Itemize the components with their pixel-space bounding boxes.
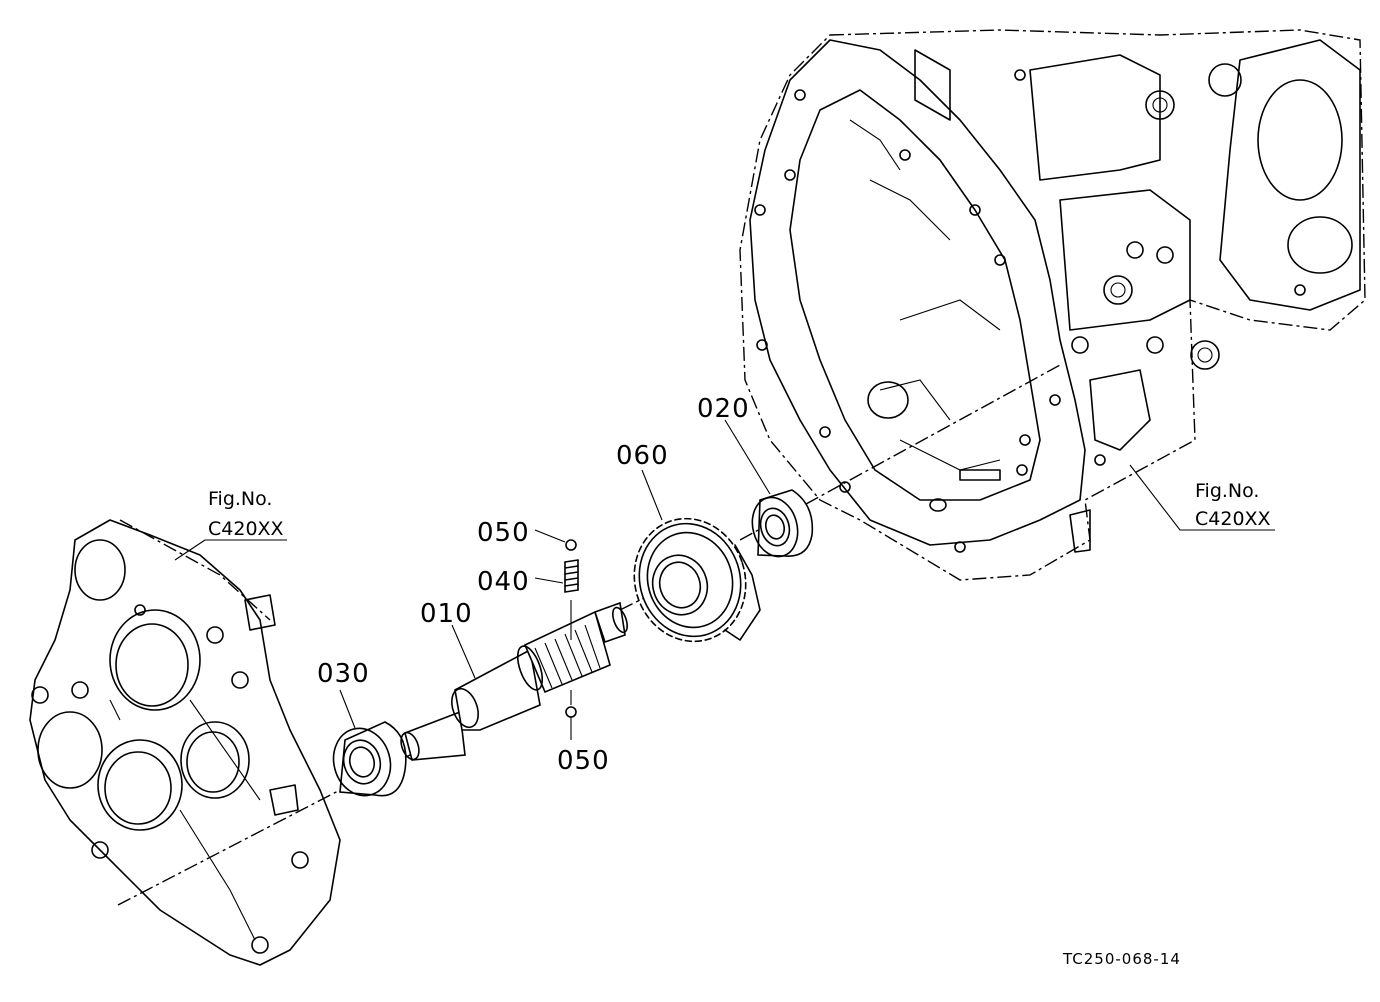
- fig-ref-right-code: C420XX: [1195, 508, 1271, 530]
- transmission-case: [739, 29, 1366, 581]
- drawing-code: TC250-068-14: [1062, 950, 1181, 968]
- ball-050-lower: [565, 706, 577, 718]
- label-050-upper: 050: [477, 518, 530, 548]
- bearing-030: [332, 721, 407, 797]
- bearing-020: [751, 489, 814, 558]
- label-040: 040: [477, 567, 530, 597]
- label-020: 020: [697, 394, 750, 424]
- fig-ref-right-title: Fig.No.: [1195, 480, 1259, 502]
- shaft-010: [400, 601, 628, 761]
- label-060: 060: [616, 441, 669, 471]
- leader-lines: [174, 419, 1275, 740]
- label-010: 010: [420, 599, 473, 629]
- assembly-axis: [117, 789, 341, 906]
- spring-040: [564, 559, 579, 593]
- front-cover: [29, 519, 341, 966]
- ball-050-upper: [565, 539, 577, 551]
- fig-ref-left-title: Fig.No.: [208, 488, 272, 510]
- fig-ref-left-code: C420XX: [208, 518, 284, 540]
- label-050-lower: 050: [557, 746, 610, 776]
- label-030: 030: [317, 659, 370, 689]
- gear-060: [633, 517, 761, 643]
